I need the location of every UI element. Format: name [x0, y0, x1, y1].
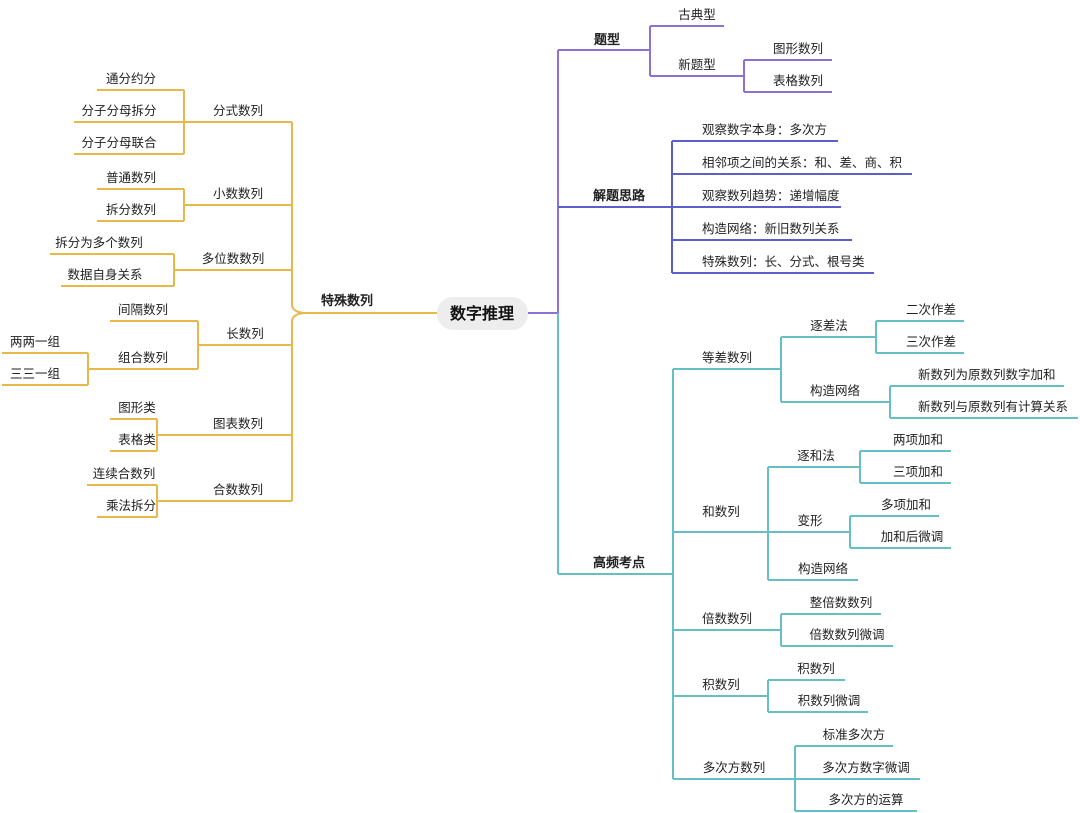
right-labels: 题型 古典型 新题型 图形数列 表格数列 解题思路 观察数字本身：多次方 相邻项… — [592, 7, 1068, 807]
leaf-idea-3[interactable]: 观察数列趋势：递增幅度 — [702, 188, 840, 203]
leaf-composite-2[interactable]: 乘法拆分 — [106, 498, 156, 513]
branch-question-types — [528, 25, 832, 314]
node-mult-seq[interactable]: 倍数数列 — [702, 611, 752, 626]
node-sum-seq[interactable]: 和数列 — [702, 504, 740, 519]
leaf-idea-1[interactable]: 观察数字本身：多次方 — [702, 122, 827, 137]
node-composite-seq[interactable]: 合数数列 — [213, 482, 263, 497]
leaf-long-1[interactable]: 间隔数列 — [118, 302, 168, 317]
root-node-bg — [437, 297, 528, 330]
leaf-power-3[interactable]: 多次方的运算 — [828, 792, 903, 807]
node-chart-seq[interactable]: 图表数列 — [213, 416, 263, 431]
leaf-sum-m2-2[interactable]: 加和后微调 — [881, 529, 944, 544]
branch-hot-topics — [557, 313, 1078, 812]
leaf-power-2[interactable]: 多次方数字微调 — [822, 760, 910, 775]
branch-solving-ideas — [558, 140, 912, 274]
leaf-long-sub-2[interactable]: 三三一组 — [10, 366, 60, 381]
node-arith-m1[interactable]: 逐差法 — [810, 318, 848, 333]
node-sum-m2[interactable]: 变形 — [797, 513, 823, 528]
leaf-multidigit-2[interactable]: 数据自身关系 — [67, 267, 142, 282]
leaf-prod-1[interactable]: 积数列 — [797, 661, 835, 676]
leaf-long-sub-1[interactable]: 两两一组 — [10, 334, 60, 349]
leaf-fraction-1[interactable]: 通分约分 — [106, 71, 156, 86]
leaf-decimal-2[interactable]: 拆分数列 — [106, 202, 156, 217]
node-long-seq[interactable]: 长数列 — [226, 326, 264, 341]
branch-special-sequences — [2, 89, 437, 518]
leaf-chart-1[interactable]: 图形类 — [118, 400, 156, 415]
node-power-seq[interactable]: 多次方数列 — [703, 760, 766, 775]
node-special-sequences[interactable]: 特殊数列 — [321, 293, 373, 309]
leaf-prod-2[interactable]: 积数列微调 — [798, 693, 861, 708]
node-arith-m2[interactable]: 构造网络 — [810, 383, 861, 398]
leaf-long-2[interactable]: 组合数列 — [118, 350, 168, 365]
leaf-new-1[interactable]: 图形数列 — [773, 41, 823, 56]
node-new-types[interactable]: 新题型 — [678, 57, 716, 72]
leaf-sum-m1-2[interactable]: 三项加和 — [893, 464, 943, 479]
leaf-new-2[interactable]: 表格数列 — [773, 73, 823, 88]
root-label: 数字推理 — [450, 304, 514, 323]
leaf-arith-m1-1[interactable]: 二次作差 — [906, 302, 956, 317]
leaf-arith-m1-2[interactable]: 三次作差 — [906, 334, 956, 349]
node-question-types[interactable]: 题型 — [594, 32, 620, 48]
leaf-idea-5[interactable]: 特殊数列：长、分式、根号类 — [702, 254, 865, 269]
node-solving-ideas[interactable]: 解题思路 — [592, 188, 646, 204]
node-multidigit-seq[interactable]: 多位数数列 — [202, 251, 265, 266]
leaf-idea-4[interactable]: 构造网络：新旧数列关系 — [702, 221, 840, 236]
leaf-mult-2[interactable]: 倍数数列微调 — [809, 627, 884, 642]
left-labels: 特殊数列 分式数列 通分约分 分子分母拆分 分子分母联合 小数数列 普通数列 拆… — [10, 71, 373, 513]
leaf-multidigit-1[interactable]: 拆分为多个数列 — [55, 235, 143, 250]
leaf-decimal-1[interactable]: 普通数列 — [106, 170, 156, 185]
node-arith-seq[interactable]: 等差数列 — [702, 350, 752, 365]
leaf-chart-2[interactable]: 表格类 — [118, 432, 156, 447]
root-node[interactable]: 数字推理 — [437, 297, 528, 330]
leaf-arith-m2-1[interactable]: 新数列为原数列数字加和 — [918, 367, 1056, 382]
node-fraction-seq[interactable]: 分式数列 — [213, 103, 263, 118]
leaf-power-1[interactable]: 标准多次方 — [823, 727, 886, 742]
leaf-classic[interactable]: 古典型 — [678, 7, 716, 22]
leaf-composite-1[interactable]: 连续合数列 — [93, 466, 156, 481]
leaf-mult-1[interactable]: 整倍数数列 — [810, 595, 873, 610]
node-prod-seq[interactable]: 积数列 — [702, 677, 740, 692]
leaf-sum-m3[interactable]: 构造网络 — [798, 561, 849, 576]
node-decimal-seq[interactable]: 小数数列 — [213, 186, 263, 201]
node-hot-topics[interactable]: 高频考点 — [593, 555, 645, 571]
leaf-idea-2[interactable]: 相邻项之间的关系：和、差、商、积 — [702, 155, 902, 170]
node-sum-m1[interactable]: 逐和法 — [797, 448, 835, 463]
leaf-fraction-3[interactable]: 分子分母联合 — [81, 135, 157, 150]
leaf-sum-m1-1[interactable]: 两项加和 — [893, 432, 943, 447]
leaf-sum-m2-1[interactable]: 多项加和 — [881, 497, 931, 512]
leaf-arith-m2-2[interactable]: 新数列与原数列有计算关系 — [918, 399, 1068, 414]
leaf-fraction-2[interactable]: 分子分母拆分 — [81, 103, 156, 118]
